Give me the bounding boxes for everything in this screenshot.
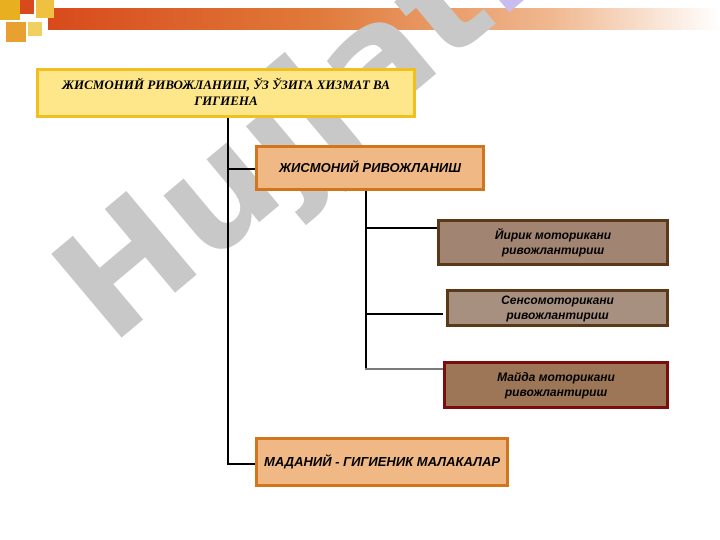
header-square-4 [6, 22, 26, 42]
branch-sensory [365, 313, 443, 315]
sensorimotor-label: Сенсомоторикани ривожлантириш [501, 293, 614, 322]
root-node: ЖИСМОНИЙ РИВОЖЛАНИШ, ЎЗ ЎЗИГА ХИЗМАТ ВА … [36, 68, 416, 118]
gross-motor-node: Йирик моторикани ривожлантириш [437, 219, 669, 266]
physical-development-node: ЖИСМОНИЙ РИВОЖЛАНИШ [255, 145, 485, 191]
hygiene-skills-node: МАДАНИЙ - ГИГИЕНИК МАЛАКАЛАР [255, 437, 509, 487]
header-square-3 [36, 0, 54, 18]
header-square-1 [0, 0, 20, 20]
sensorimotor-node: Сенсомоторикани ривожлантириш [446, 289, 669, 327]
header-square-2 [20, 0, 34, 14]
fine-motor-node: Майда моторикани ривожлантириш [443, 361, 669, 409]
subtrunk-connector [365, 191, 367, 369]
trunk-connector [227, 118, 229, 464]
branch-gross [365, 227, 437, 229]
branch-physical [227, 168, 255, 170]
header-gradient-bar [48, 8, 720, 30]
gross-motor-label: Йирик моторикани ривожлантириш [494, 227, 612, 257]
root-node-label: ЖИСМОНИЙ РИВОЖЛАНИШ, ЎЗ ЎЗИГА ХИЗМАТ ВА … [62, 76, 390, 108]
physical-development-label: ЖИСМОНИЙ РИВОЖЛАНИШ [279, 159, 461, 175]
fine-motor-label: Майда моторикани ривожлантириш [497, 370, 615, 399]
header-square-5 [28, 22, 42, 36]
hygiene-skills-label: МАДАНИЙ - ГИГИЕНИК МАЛАКАЛАР [263, 453, 500, 469]
branch-fine [365, 368, 443, 370]
branch-hygiene [227, 463, 255, 465]
